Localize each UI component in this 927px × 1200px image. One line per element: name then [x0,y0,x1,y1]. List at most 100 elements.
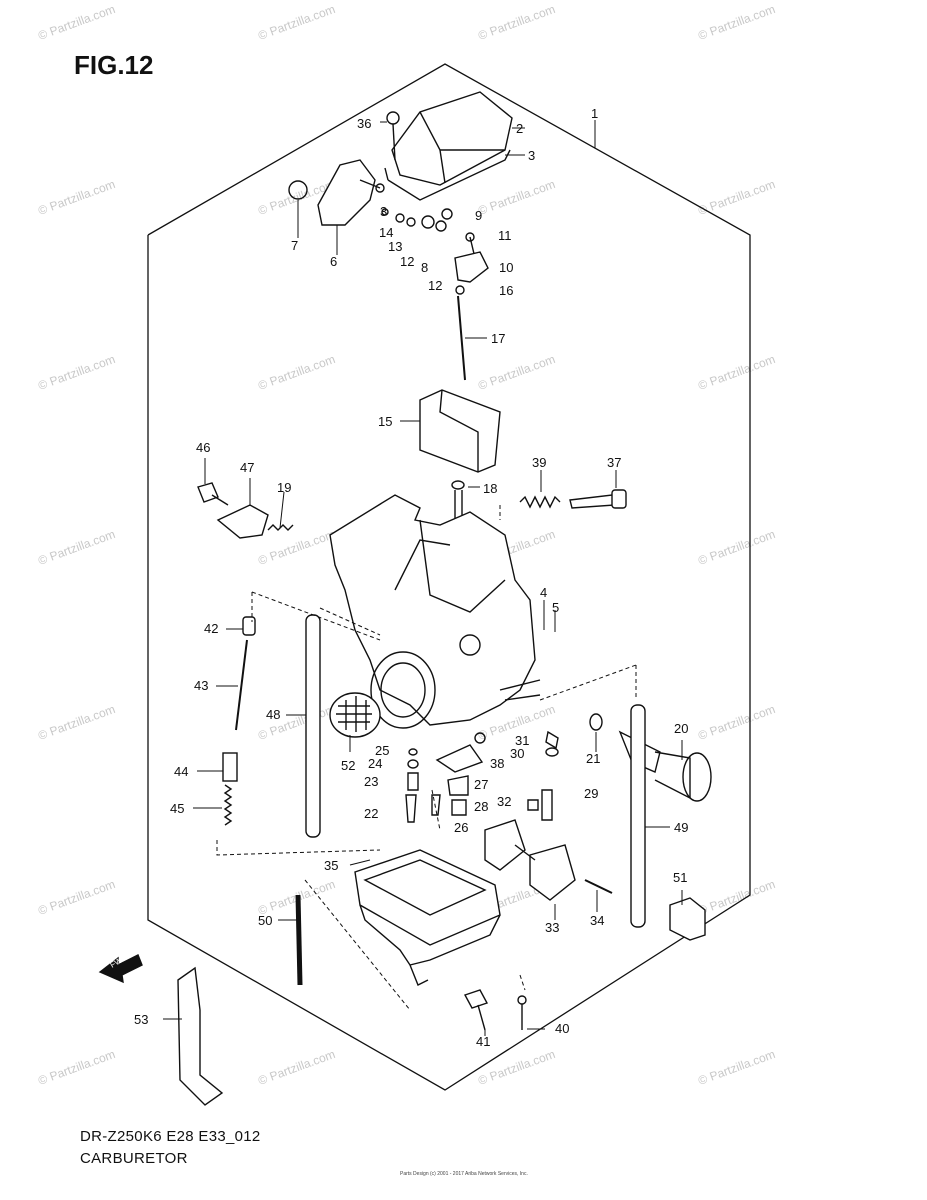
callout-18[interactable]: 18 [483,481,497,496]
assembly-name: CARBURETOR [80,1150,188,1167]
float-bowl-part [354,849,501,986]
parts-artwork [98,91,712,1106]
callout-35[interactable]: 35 [324,858,338,873]
callout-11[interactable]: 11 [498,228,512,243]
callout-5[interactable]: 5 [552,600,559,615]
watermark-text: © Partzilla.com [696,1047,777,1088]
watermark-text: © Partzilla.com [36,877,117,918]
watermark-text: © Partzilla.com [696,352,777,393]
callout-41[interactable]: 41 [476,1034,490,1049]
watermark-text: © Partzilla.com [36,2,117,43]
intake-filter-part [329,692,381,738]
callout-26[interactable]: 26 [454,820,468,835]
callout-23[interactable]: 23 [364,774,378,789]
washer-part [288,180,308,200]
drain-tube-part [295,894,303,986]
callout-51[interactable]: 51 [673,870,687,885]
callout-22[interactable]: 22 [364,806,378,821]
callout-52[interactable]: 52 [341,758,355,773]
callout-40[interactable]: 40 [555,1021,569,1036]
model-code: DR-Z250K6 E28 E33_012 [80,1128,261,1145]
callout-43[interactable]: 43 [194,678,208,693]
watermark-text: © Partzilla.com [476,177,557,218]
callout-25[interactable]: 25 [375,743,389,758]
callout-39[interactable]: 39 [532,455,546,470]
adjuster-screw-part [569,489,627,509]
callout-24[interactable]: 24 [368,756,382,771]
top-cover-part [391,91,513,186]
callout-12a[interactable]: 12 [400,254,414,269]
callout-33[interactable]: 33 [545,920,559,935]
callout-37[interactable]: 37 [607,455,621,470]
watermark-text: © Partzilla.com [36,177,117,218]
watermark-text: © Partzilla.com [256,2,337,43]
watermark-text: © Partzilla.com [36,1047,117,1088]
jets-group [405,744,484,823]
callout-47[interactable]: 47 [240,460,254,475]
callout-27[interactable]: 27 [474,777,488,792]
callout-10[interactable]: 10 [499,260,513,275]
guide-lines [216,505,637,1011]
leader-lines [163,120,683,1036]
callout-30[interactable]: 30 [510,746,524,761]
callout-34[interactable]: 34 [590,913,604,928]
callout-50[interactable]: 50 [258,913,272,928]
callout-16[interactable]: 16 [499,283,513,298]
choke-knob-part [589,713,712,802]
callout-15[interactable]: 15 [378,414,392,429]
watermark-text: © Partzilla.com [696,702,777,743]
callout-3[interactable]: 3 [528,148,535,163]
callout-32[interactable]: 32 [497,794,511,809]
pilot-screw-part [235,616,256,731]
callout-1[interactable]: 1 [591,106,598,121]
callout-13[interactable]: 13 [388,239,402,254]
callout-46[interactable]: 46 [196,440,210,455]
callout-48[interactable]: 48 [266,707,280,722]
callout-21[interactable]: 21 [586,751,600,766]
callout-42[interactable]: 42 [204,621,218,636]
callout-labels: 1233456789101112121314151617181920212223… [134,106,688,1049]
callout-4[interactable]: 4 [540,585,547,600]
carburetor-body-part [329,494,541,729]
throttle-lever-part [317,159,385,226]
callout-7[interactable]: 7 [291,238,298,253]
watermark-text: © Partzilla.com [36,527,117,568]
choke-parts [197,482,294,539]
right-vent-tube-part [630,704,646,928]
callout-38[interactable]: 38 [490,756,504,771]
mixture-parts [222,752,238,826]
callout-19[interactable]: 19 [277,480,291,495]
cover-screw-part [386,111,400,161]
jet-needle-part [457,295,466,381]
callout-2[interactable]: 2 [516,121,523,136]
callout-36[interactable]: 36 [357,116,371,131]
watermark-text: © Partzilla.com [256,1047,337,1088]
watermark-text: © Partzilla.com [696,2,777,43]
callout-8[interactable]: 8 [421,260,428,275]
callout-28[interactable]: 28 [474,799,488,814]
callout-45[interactable]: 45 [170,801,184,816]
callout-53[interactable]: 53 [134,1012,148,1027]
callout-9[interactable]: 9 [475,208,482,223]
copyright-notice: Parts Design (c) 2001 - 2017 Ariba Netwo… [400,1171,528,1177]
callout-17[interactable]: 17 [491,331,505,346]
callout-29[interactable]: 29 [584,786,598,801]
choke-plunger-parts [474,730,559,821]
callout-31[interactable]: 31 [515,733,529,748]
assembly-outline [147,63,751,1091]
watermark-text: © Partzilla.com [476,352,557,393]
callout-49[interactable]: 49 [674,820,688,835]
callout-12b[interactable]: 12 [428,278,442,293]
float-part [484,819,576,901]
callout-3b[interactable]: 3 [380,204,387,219]
callout-6[interactable]: 6 [330,254,337,269]
callout-20[interactable]: 20 [674,721,688,736]
callout-14[interactable]: 14 [379,225,393,240]
fwd-arrow-icon [98,954,143,984]
throttle-valve-part [419,389,501,473]
bowl-screw-part [463,989,527,1031]
callout-44[interactable]: 44 [174,764,188,779]
bracket-part [177,966,224,1106]
